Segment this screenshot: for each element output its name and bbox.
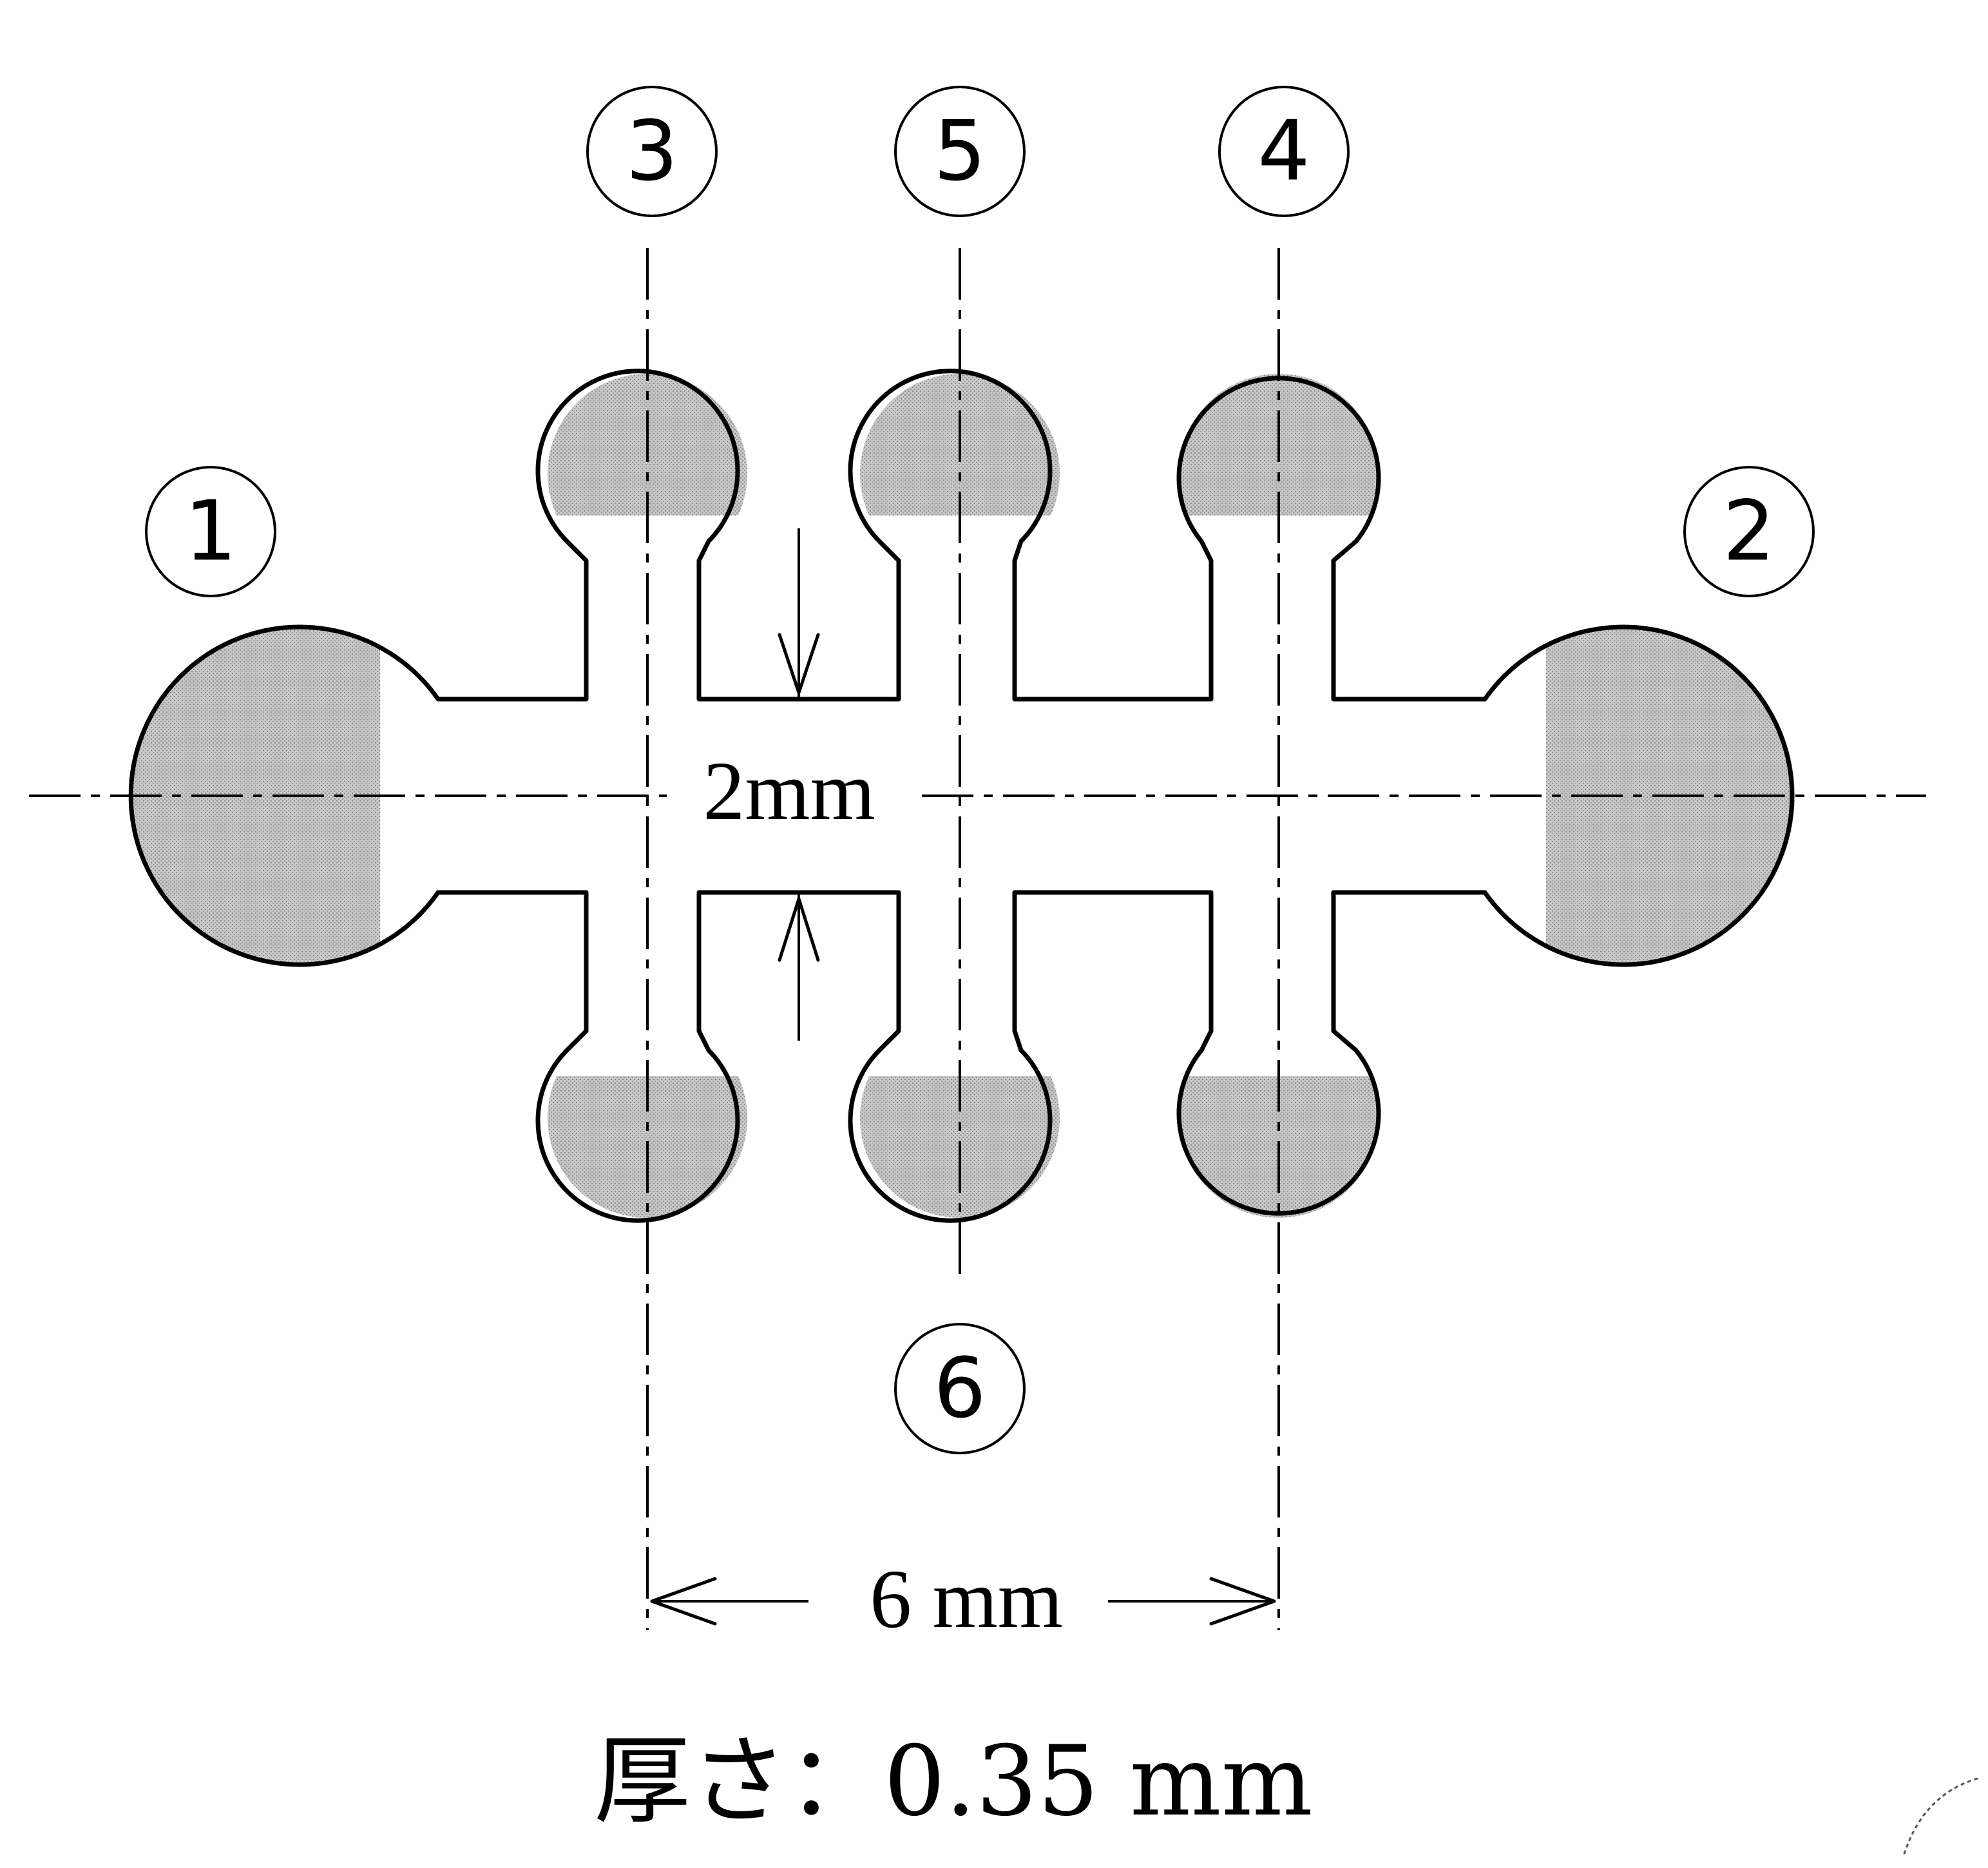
- svg-text:6: 6: [933, 1341, 986, 1437]
- svg-text:3: 3: [626, 104, 678, 200]
- center-lines: [29, 248, 1926, 1630]
- electrode-markers: 1 2 3 4 5 6: [145, 86, 1815, 1454]
- arrow-up-icon: [778, 897, 820, 962]
- arrow-right-icon: [1209, 1577, 1276, 1626]
- svg-text:5: 5: [933, 104, 986, 200]
- svg-text:1: 1: [184, 484, 236, 580]
- svg-text:4: 4: [1257, 104, 1310, 200]
- marker-5: 5: [894, 86, 1026, 217]
- marker-3: 3: [586, 86, 718, 217]
- marker-4: 4: [1218, 86, 1350, 217]
- svg-text:2: 2: [1723, 484, 1775, 580]
- channel-width-dimension: 2mm: [667, 528, 912, 1041]
- marker-2: 2: [1683, 466, 1815, 597]
- chip-outline: [128, 369, 1795, 1223]
- arrow-down-icon: [778, 633, 820, 695]
- thickness-caption: 厚さ：0.35 mm: [594, 1726, 1313, 1838]
- electrode-spacing-dimension: 6 mm: [650, 1553, 1276, 1646]
- marker-6: 6: [894, 1323, 1026, 1454]
- channel-width-label: 2mm: [703, 745, 875, 838]
- marker-1: 1: [145, 466, 276, 597]
- electrode-spacing-label: 6 mm: [870, 1553, 1063, 1646]
- scan-artifact: [1902, 1777, 1978, 1856]
- arrow-left-icon: [650, 1577, 717, 1626]
